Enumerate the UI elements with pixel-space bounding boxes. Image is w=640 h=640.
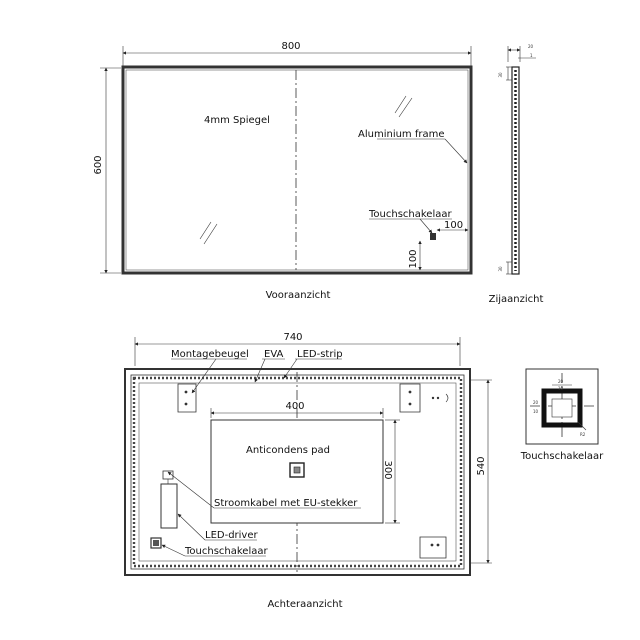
led-driver (160, 483, 178, 529)
front-width-dim: 800 (281, 41, 300, 52)
front-view-caption: Vooraanzicht (266, 290, 331, 301)
switch-detail-dim: 10 (533, 409, 539, 414)
mounting-bracket (419, 536, 447, 559)
side-top-dim: 20 (528, 44, 534, 49)
switch-detail-dim: 10 (558, 386, 564, 391)
back-view-caption: Achteraanzicht (267, 599, 342, 610)
front-view: 800 600 4mm Spiegel Aluminium frame Touc… (93, 41, 473, 301)
side-left-bottom-dim: 30 (498, 266, 503, 272)
bracket-label: Montagebeugel (171, 349, 249, 360)
reflection-mark (199, 221, 218, 245)
switch-detail-outer (541, 388, 583, 428)
mirror-glass (125, 69, 469, 271)
switch-detail-caption: Touchschakelaar (520, 451, 604, 462)
switch-detail-radius: R2 (580, 432, 586, 437)
pad-height-dim: 300 (382, 460, 393, 479)
switch-bottom-dim: 100 (408, 249, 419, 268)
reflection-mark (394, 95, 413, 118)
mounting-bracket (399, 383, 449, 413)
side-small-dim: 1 (530, 53, 533, 58)
switch-detail-dim: 20 (533, 400, 539, 405)
side-left-top-dim: 30 (498, 72, 503, 78)
side-view-caption: Zijaanzicht (489, 294, 544, 305)
touch-switch-front (430, 233, 436, 240)
back-width-dim: 740 (283, 332, 302, 343)
back-view: 740 540 400 Anticondens pad 300 (124, 332, 492, 610)
back-height-dim: 540 (476, 456, 487, 475)
front-switch-label: Touchschakelaar (368, 209, 452, 220)
switch-detail-inner (551, 398, 573, 418)
side-view: 20 1 30 30 Zijaanzicht (489, 44, 544, 305)
pad-width-dim: 400 (285, 401, 304, 412)
switch-detail-dim: 20 (558, 379, 564, 384)
frame-label: Aluminium frame (358, 129, 445, 140)
cable-label: Stroomkabel met EU-stekker (214, 498, 358, 509)
led-strip-label: LED-strip (297, 349, 343, 360)
driver-label: LED-driver (205, 530, 259, 541)
pad-label: Anticondens pad (246, 445, 330, 456)
switch-detail: 20 10 20 10 R2 Touchschakelaar (520, 368, 604, 462)
back-switch-label: Touchschakelaar (184, 546, 268, 557)
eva-label: EVA (264, 349, 284, 360)
back-led-strip-track (132, 376, 463, 568)
switch-right-dim: 100 (444, 220, 463, 231)
frame-leader (444, 138, 468, 164)
glass-label: 4mm Spiegel (204, 115, 270, 126)
front-height-dim: 600 (93, 155, 104, 174)
mounting-bracket (177, 383, 197, 413)
